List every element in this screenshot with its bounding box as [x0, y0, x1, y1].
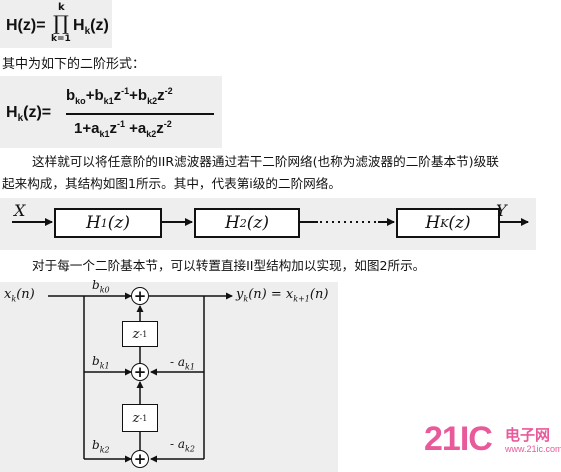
coef-bk2: bk2	[92, 438, 110, 455]
paragraph-2: 对于每一个二阶基本节，可以转置直接II型结构加以实现，如图2所示。	[32, 258, 426, 273]
watermark-brand: 21IC	[424, 420, 493, 458]
adder-bottom: +	[131, 450, 149, 468]
coef-ak2: - ak2	[170, 437, 195, 454]
formula-h-lhs: H(z)=	[6, 17, 46, 34]
coef-bk0: bk0	[92, 278, 110, 295]
figure2-image	[0, 282, 338, 472]
watermark-cn: 电子网	[505, 426, 551, 444]
text-line-1: 其中为如下的二阶形式：	[2, 57, 146, 72]
formula-hk-lhs: Hk(z)=	[6, 104, 52, 125]
formula-h-upper: k	[58, 2, 65, 13]
formula-h-image	[0, 0, 112, 48]
formula-hk-numerator: bko+bk1z-1+bk2z-2	[66, 86, 173, 106]
formula-hk-denominator: 1+ak1z-1 +ak2z-2	[74, 119, 172, 139]
adder-top: +	[131, 287, 149, 305]
fig2-output-label: yk(n) = xk+1(n)	[236, 287, 329, 304]
fig1-output-label: Y	[496, 201, 507, 220]
formula-h-lower: k=1	[51, 34, 71, 44]
watermark-url: www.21ic.com	[505, 444, 561, 454]
formula-hk-image	[0, 76, 222, 148]
delay-block-2: z-1	[122, 404, 158, 432]
paragraph-1-line-1: 这样就可以将任意阶的IIR滤波器通过若干二阶网络(也称为滤波器的二阶基本节)级联	[32, 154, 499, 169]
formula-h-rhs: Hk(z)	[73, 17, 109, 38]
delay-block-1: z-1	[122, 321, 158, 347]
fraction-bar	[66, 113, 214, 115]
paragraph-1-line-2: 起来构成，其结构如图1所示。其中，代表第i级的二阶网络。	[2, 176, 341, 191]
coef-ak1: - ak1	[170, 355, 195, 372]
formula-h-prod: ∏	[53, 11, 69, 35]
figure2-wires	[48, 292, 233, 463]
fig2-input-label: xk(n)	[4, 287, 35, 304]
adder-middle: +	[131, 363, 149, 381]
coef-bk1: bk1	[92, 354, 110, 371]
fig1-input-label: X	[14, 201, 26, 220]
